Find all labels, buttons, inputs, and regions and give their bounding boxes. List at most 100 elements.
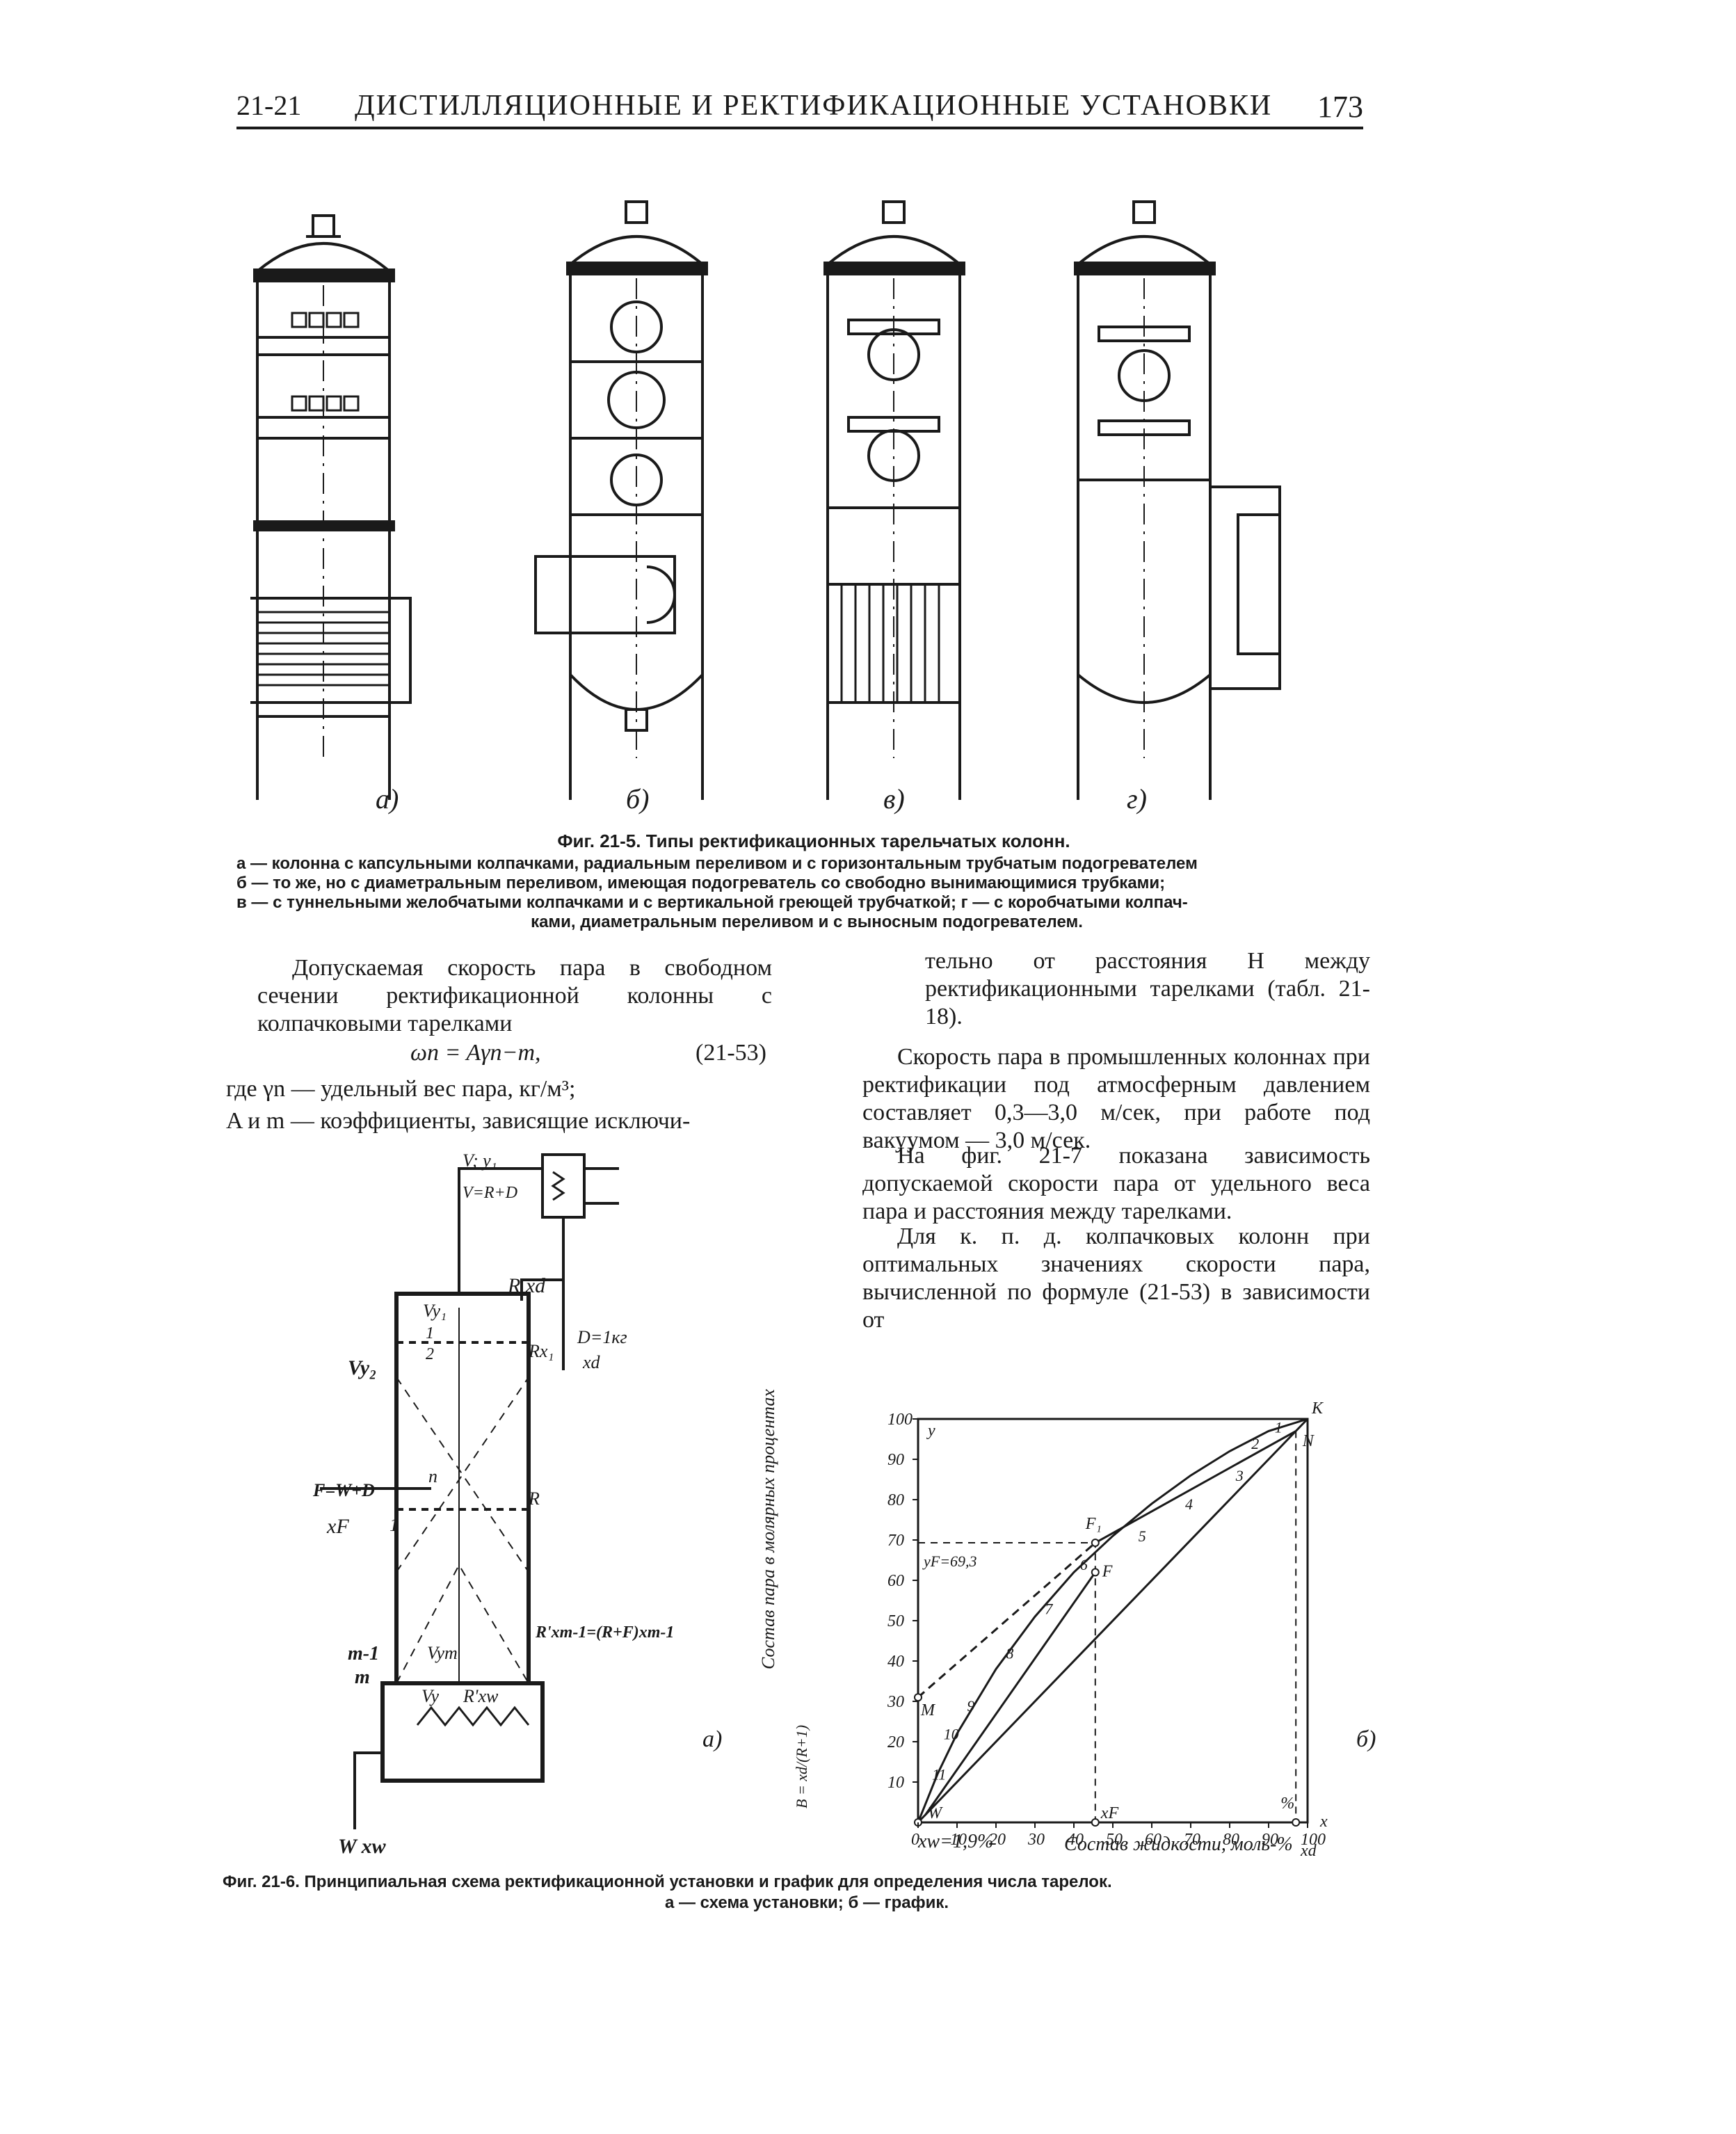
x-axis-letter: x bbox=[1319, 1813, 1328, 1831]
y-tick-label: 70 bbox=[887, 1532, 904, 1550]
y-tick-label: 90 bbox=[887, 1451, 904, 1469]
schematic-label-m: m bbox=[355, 1667, 370, 1688]
section-number: 21-21 bbox=[236, 90, 302, 121]
fig-21-6b-label: б) bbox=[1356, 1726, 1376, 1752]
schematic-label-rxm1: R'xm-1=(R+F)xm-1 bbox=[536, 1623, 675, 1642]
key-point-marker bbox=[1091, 1818, 1100, 1827]
stage-label: 6 bbox=[1080, 1556, 1088, 1573]
schematic-label-v-eq: V=R+D bbox=[463, 1184, 518, 1202]
fig-21-5-label-d: г) bbox=[1127, 783, 1147, 815]
x-tick-label: 0 bbox=[911, 1831, 919, 1849]
stage-label: 4 bbox=[1185, 1495, 1193, 1513]
series-line bbox=[1095, 1430, 1296, 1544]
fig-21-5-label-a: а) bbox=[376, 783, 399, 815]
x-tick-label: 60 bbox=[1145, 1831, 1162, 1849]
header-rule bbox=[236, 127, 1363, 129]
y-tick-label: 20 bbox=[887, 1733, 904, 1751]
schematic-label-top-flow: V; y₁ bbox=[463, 1150, 497, 1171]
stage-label: 2 bbox=[1251, 1435, 1259, 1452]
schematic-label-xf: xF bbox=[327, 1515, 349, 1538]
stage-label: 8 bbox=[1006, 1644, 1013, 1662]
key-point-marker bbox=[1091, 1539, 1100, 1548]
formula-number: (21-53) bbox=[696, 1040, 766, 1066]
x-tick-label: 10 bbox=[950, 1831, 967, 1849]
x-tick-label: 90 bbox=[1262, 1831, 1278, 1849]
fig-21-5-label-b: б) bbox=[626, 783, 650, 815]
key-point-marker bbox=[1091, 1568, 1100, 1577]
key-point-marker bbox=[914, 1693, 922, 1702]
y-tick-label: 30 bbox=[887, 1693, 904, 1711]
y-tick-label: 40 bbox=[887, 1653, 904, 1671]
right-paragraph-3: На фиг. 21-7 показана зависимость допуск… bbox=[862, 1143, 1370, 1224]
fig-21-6a-label: а) bbox=[702, 1726, 723, 1752]
schematic-label-rxw: R'xw bbox=[463, 1686, 499, 1706]
schematic-label-m1: m-1 bbox=[348, 1643, 380, 1664]
stage-label: 5 bbox=[1139, 1527, 1146, 1545]
right-paragraph-1: тельно от расстояния H между ректификаци… bbox=[925, 948, 1370, 1029]
schematic-label-r: R bbox=[529, 1489, 540, 1509]
series-line bbox=[917, 1418, 1309, 1824]
column-d-drawing bbox=[1074, 200, 1281, 800]
stage-label: 7 bbox=[1045, 1600, 1053, 1618]
x-tick-label: 80 bbox=[1223, 1831, 1239, 1849]
fig-21-5-caption-body: а — колонна с капсульными колпачками, ра… bbox=[236, 854, 1377, 932]
x-tick-label: 50 bbox=[1106, 1831, 1123, 1849]
schematic-label-vym: Vym bbox=[427, 1643, 458, 1663]
fig-21-5-caption-title: Фиг. 21-5. Типы ректификационных тарельч… bbox=[557, 831, 1070, 851]
right-paragraph-2: Скорость пара в промышленных колоннах пр… bbox=[862, 1044, 1370, 1153]
series-line bbox=[917, 1541, 1096, 1699]
fig-21-5-caption-line: а — колонна с капсульными колпачками, ра… bbox=[236, 854, 1198, 873]
column-a-drawing bbox=[250, 214, 412, 800]
xd-label: xd bbox=[1300, 1842, 1317, 1860]
x-tick-label: 100 bbox=[1301, 1831, 1326, 1849]
series-line bbox=[917, 1418, 1308, 1823]
stage-label: 11 bbox=[932, 1765, 946, 1783]
chart-xw-annotation: xw=1,9% bbox=[918, 1831, 994, 1852]
schematic-label-vy: Vy bbox=[421, 1686, 440, 1706]
stage-label: 3 bbox=[1235, 1467, 1244, 1484]
percent-label: % bbox=[1280, 1795, 1294, 1813]
fig-21-5-caption-line: б — то же, но с диаметральным переливом,… bbox=[236, 874, 1166, 892]
schematic-label-rx1: Rx₁ bbox=[529, 1341, 554, 1361]
point-w-label: W bbox=[928, 1804, 943, 1822]
column-b-drawing bbox=[534, 200, 708, 800]
schematic-label-xd: xd bbox=[583, 1352, 600, 1372]
y-axis-letter: y bbox=[926, 1422, 935, 1440]
schematic-label-tray-1: 1 bbox=[426, 1324, 434, 1342]
y-tick-label: 50 bbox=[887, 1612, 904, 1630]
stage-label: 9 bbox=[967, 1697, 974, 1715]
x-tick-label: 40 bbox=[1067, 1831, 1084, 1849]
y-tick-label: 10 bbox=[887, 1774, 904, 1792]
x-tick-label: 20 bbox=[989, 1831, 1006, 1849]
stage-label: 1 bbox=[1275, 1419, 1283, 1436]
schematic-label-n: n bbox=[428, 1466, 437, 1486]
fig-21-6-caption-line-2: а — схема установки; б — график. bbox=[664, 1893, 949, 1912]
point-k-label: K bbox=[1311, 1399, 1324, 1418]
fig-21-6a-schematic bbox=[320, 1153, 619, 1829]
page-header-title: ДИСТИЛЛЯЦИОННЫЕ И РЕКТИФИКАЦИОННЫЕ УСТАН… bbox=[355, 90, 1273, 122]
schematic-label-wxw: W xw bbox=[338, 1835, 386, 1858]
series-line bbox=[924, 1571, 1097, 1815]
running-header: 21-21 ДИСТИЛЛЯЦИОННЫЕ И РЕКТИФИКАЦИОННЫЕ… bbox=[236, 89, 1363, 131]
right-paragraph-4: Для к. п. д. колпачковых колонн при опти… bbox=[862, 1224, 1370, 1333]
chart-x-axis-label: Состав жидкости, моль-% bbox=[1064, 1834, 1293, 1855]
schematic-label-d-eq: D=1кг bbox=[577, 1327, 627, 1347]
schematic-label-vy2: Vy₂ bbox=[348, 1356, 377, 1379]
schematic-label-tray-2: 2 bbox=[426, 1345, 434, 1363]
yf-annotation: yF=69,3 bbox=[922, 1553, 977, 1570]
chart-b-equation: B = xd/(R+1) bbox=[793, 1724, 810, 1808]
point-n-label: N bbox=[1302, 1432, 1315, 1450]
where-line-2: A и m — коэффициенты, зависящие исключи- bbox=[226, 1108, 691, 1134]
y-tick-label: 80 bbox=[887, 1491, 904, 1509]
point-f-label: F bbox=[1102, 1562, 1113, 1580]
fig-21-5-columns bbox=[250, 200, 1281, 800]
where-line-1: где γn — удельный вес пара, кг/м³; bbox=[226, 1076, 576, 1102]
y-tick-label: 60 bbox=[887, 1572, 904, 1590]
left-paragraph-1: Допускаемая скорость пара в свободном се… bbox=[257, 955, 772, 1036]
x-tick-label: 30 bbox=[1027, 1831, 1045, 1849]
y-tick-label: 100 bbox=[887, 1411, 913, 1429]
schematic-label-f-eq: F=W+D bbox=[313, 1480, 375, 1500]
fig-21-5-label-c: в) bbox=[883, 783, 905, 815]
